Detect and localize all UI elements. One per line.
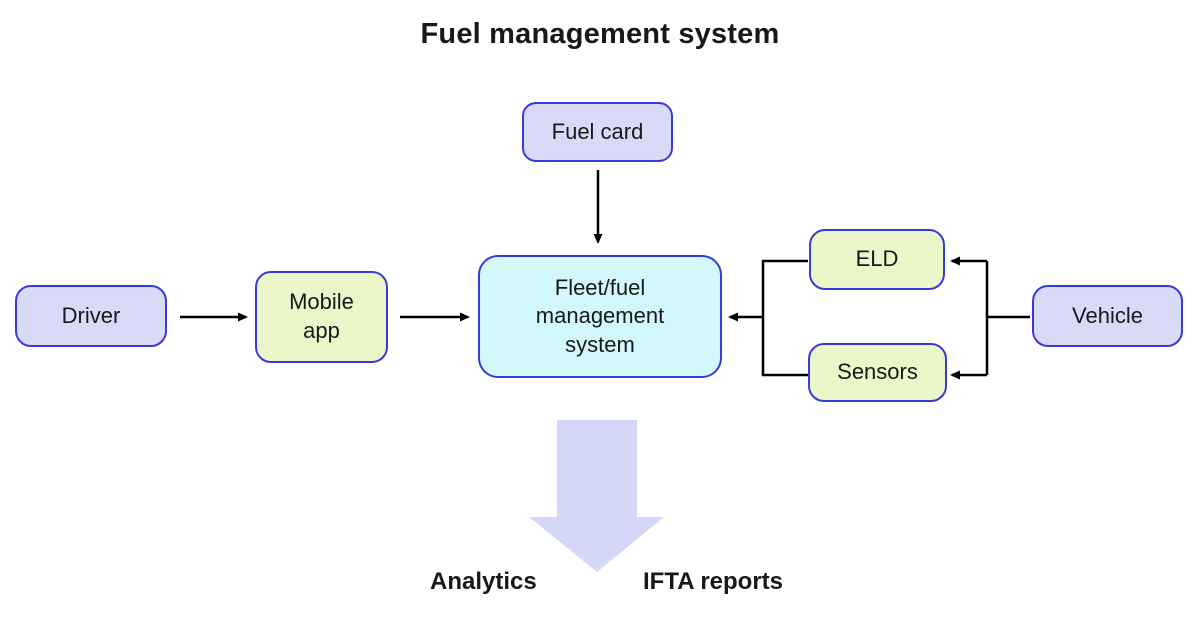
output-ifta-reports-label: IFTA reports [643,568,784,595]
node-fuel-card-label: Fuel card [551,118,644,144]
node-driver-label: Driver [61,302,121,328]
node-fleet-fuel-management-system: Fleet/fuel management system [478,255,722,378]
node-mobile-app: Mobile app [255,271,388,363]
node-fleet-label: Fleet/fuel management system [535,274,665,357]
node-sensors-label: Sensors [837,359,918,385]
node-mobile-app-label: Mobile app [289,289,354,343]
node-vehicle-label: Vehicle [1072,302,1143,328]
node-vehicle: Vehicle [1032,285,1183,347]
node-sensors: Sensors [808,343,947,402]
node-fuel-card: Fuel card [522,102,673,162]
diagram-title: Fuel management system [420,18,780,50]
node-driver: Driver [15,285,167,347]
output-analytics-label: Analytics [430,568,537,595]
node-eld-label: ELD [855,246,899,272]
big-down-arrow [529,420,664,572]
node-eld: ELD [809,229,945,290]
bracket-eld-sensors [761,259,808,377]
